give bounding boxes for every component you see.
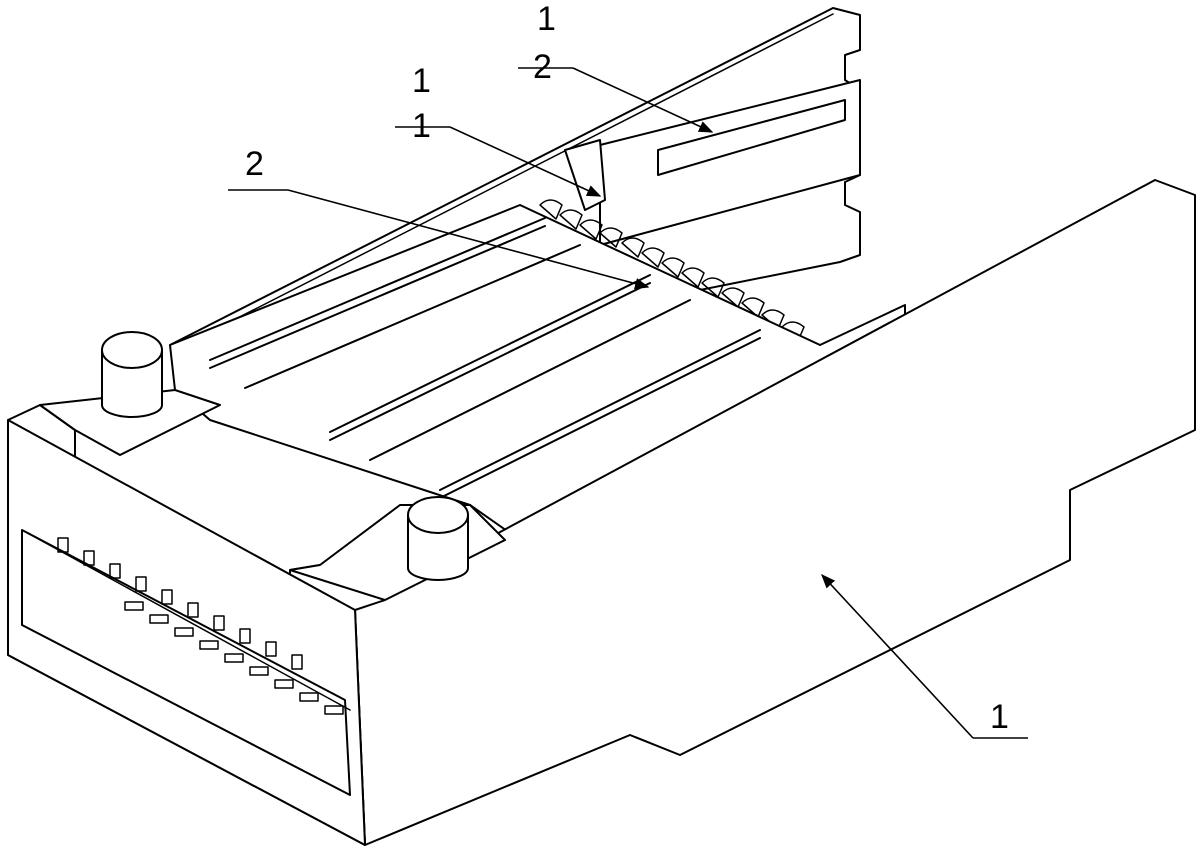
label-mid-upper: 1 <box>412 62 431 100</box>
leader-lines <box>228 67 1028 739</box>
label-mid-lower: 1 <box>412 107 431 145</box>
label-top-lower: 2 <box>533 48 552 86</box>
locating-post-right <box>407 496 469 581</box>
locating-post-left <box>101 331 163 418</box>
front-pins <box>57 537 344 715</box>
label-contacts: 2 <box>245 145 264 183</box>
label-top-upper: 1 <box>537 0 556 38</box>
label-housing-side: 1 <box>990 698 1009 736</box>
